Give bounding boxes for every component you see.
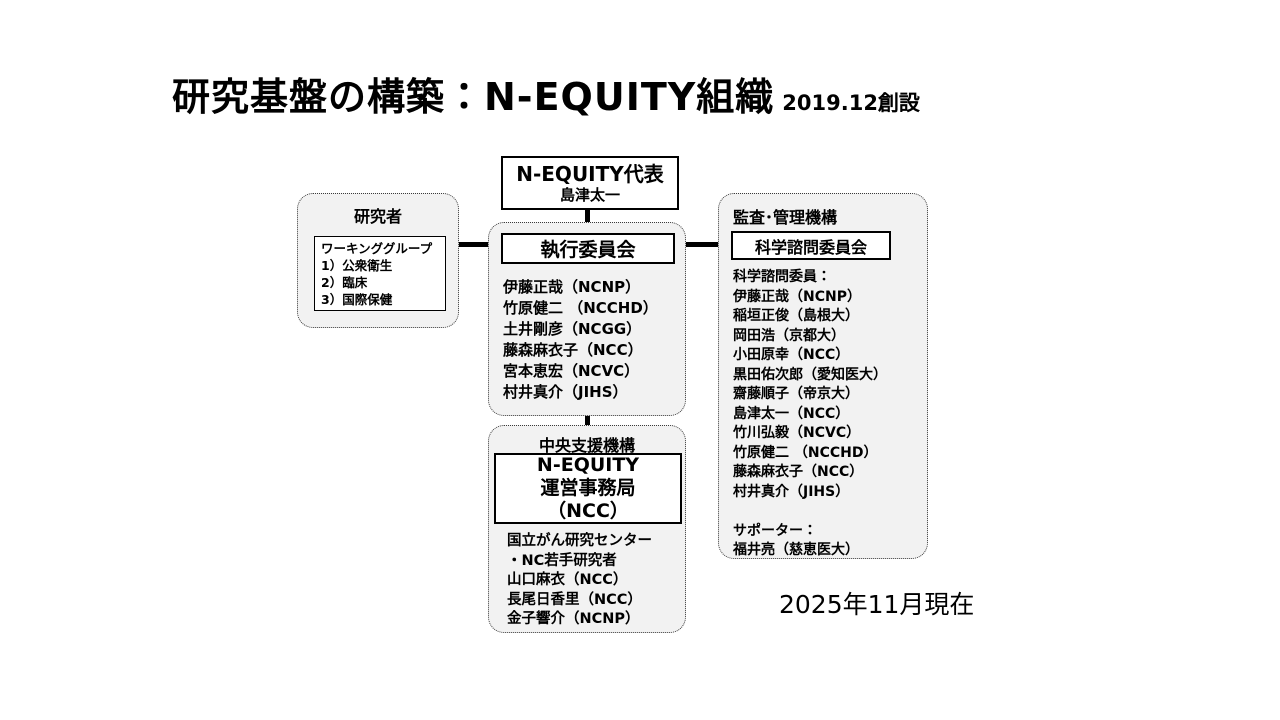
secretariat-line: （NCC） — [547, 500, 629, 522]
central-support-group-box: 中央支援機構 N-EQUITY 運営事務局 （NCC） 国立がん研究センター ・… — [488, 425, 686, 633]
list-spacer — [733, 502, 887, 522]
secretariat-line: 運営事務局 — [540, 477, 636, 499]
page-title: 研究基盤の構築：N-EQUITY組織 2019.12創設 — [172, 66, 920, 121]
working-group-header: ワーキンググループ — [321, 241, 433, 256]
advisory-member: 竹川弘毅（NCVC） — [733, 425, 861, 441]
executive-committee-group-box: 執行委員会 伊藤正哉（NCNP） 竹原健二 （NCCHD） 土井剛彦（NCGG）… — [488, 222, 686, 416]
audit-management-group-box: 監査･管理機構 科学諮問委員会 科学諮問委員： 伊藤正哉（NCNP） 稲垣正俊（… — [718, 193, 928, 559]
advisory-member: 岡田浩（京都大） — [733, 327, 845, 344]
connector-executive-audit — [684, 242, 720, 247]
advisory-member: 齋藤順子（帝京大） — [733, 386, 859, 402]
representative-title: N-EQUITY代表 — [516, 162, 664, 186]
executive-member: 伊藤正哉（NCNP） — [503, 278, 641, 296]
executive-member: 藤森麻衣子（NCC） — [503, 341, 643, 359]
connector-representative-executive — [585, 204, 590, 224]
connector-executive-central — [585, 413, 590, 427]
advisory-member: 村井真介（JIHS） — [733, 483, 850, 500]
advisory-member: 島津太一（NCC） — [733, 405, 850, 422]
secretariat-member: 金子響介（NCNP） — [507, 611, 640, 627]
secretariat-line: N-EQUITY — [536, 454, 640, 476]
as-of-date: 2025年11月現在 — [779, 590, 975, 619]
working-group-box: ワーキンググループ 1）公衆衛生 2）臨床 3）国際保健 — [314, 236, 446, 311]
secretariat-member: 山口麻衣（NCC） — [507, 572, 628, 588]
secretariat-member: 長尾日香里（NCC） — [507, 591, 642, 608]
supporter-member: 福井亮（慈恵医大） — [733, 542, 859, 558]
secretariat-member-list: 国立がん研究センター ・NC若手研究者 山口麻衣（NCC） 長尾日香里（NCC）… — [507, 532, 652, 630]
representative-box: N-EQUITY代表 島津太一 — [501, 156, 679, 210]
central-support-title: 中央支援機構 — [538, 436, 635, 455]
advisory-member: 小田原幸（NCC） — [733, 347, 850, 363]
page-title-main: 研究基盤の構築：N-EQUITY組織 — [172, 75, 775, 119]
working-group-item: 3）国際保健 — [321, 292, 393, 307]
representative-name: 島津太一 — [559, 186, 620, 204]
advisory-member: 竹原健二 （NCCHD） — [733, 444, 878, 461]
advisory-member: 藤森麻衣子（NCC） — [733, 464, 864, 480]
executive-member: 土井剛彦（NCGG） — [503, 320, 642, 338]
secretariat-box: N-EQUITY 運営事務局 （NCC） — [494, 453, 682, 524]
scientific-advisory-committee-title: 科学諮問委員会 — [754, 237, 867, 257]
connector-researchers-executive — [456, 242, 490, 247]
executive-member: 村井真介（JIHS） — [503, 383, 628, 401]
advisory-member: 黒田佑次郎（愛知医大） — [733, 366, 887, 383]
working-group-item: 2）臨床 — [321, 275, 368, 290]
advisory-members-label: 科学諮問委員： — [733, 269, 831, 285]
audit-management-title: 監査･管理機構 — [733, 208, 838, 227]
executive-member: 竹原健二 （NCCHD） — [503, 299, 658, 317]
executive-member: 宮本恵宏（NCVC） — [503, 362, 640, 380]
secretariat-member: ・NC若手研究者 — [507, 552, 617, 569]
secretariat-member: 国立がん研究センター — [507, 533, 652, 549]
researchers-group-box: 研究者 ワーキンググループ 1）公衆衛生 2）臨床 3）国際保健 — [297, 193, 459, 328]
advisory-member: 伊藤正哉（NCNP） — [733, 288, 861, 305]
supporter-label: サポーター： — [733, 522, 817, 539]
executive-committee-header-box: 執行委員会 — [501, 233, 675, 264]
scientific-advisory-committee-box: 科学諮問委員会 — [731, 231, 891, 260]
working-group-item: 1）公衆衛生 — [321, 258, 393, 273]
page-title-founded-date: 2019.12創設 — [782, 91, 920, 115]
executive-committee-title: 執行委員会 — [540, 239, 636, 261]
executive-member-list: 伊藤正哉（NCNP） 竹原健二 （NCCHD） 土井剛彦（NCGG） 藤森麻衣子… — [503, 277, 658, 403]
researchers-title: 研究者 — [353, 207, 402, 226]
advisory-member: 稲垣正俊（島根大） — [733, 308, 859, 324]
advisory-member-list: 科学諮問委員： 伊藤正哉（NCNP） 稲垣正俊（島根大） 岡田浩（京都大） 小田… — [733, 268, 887, 561]
